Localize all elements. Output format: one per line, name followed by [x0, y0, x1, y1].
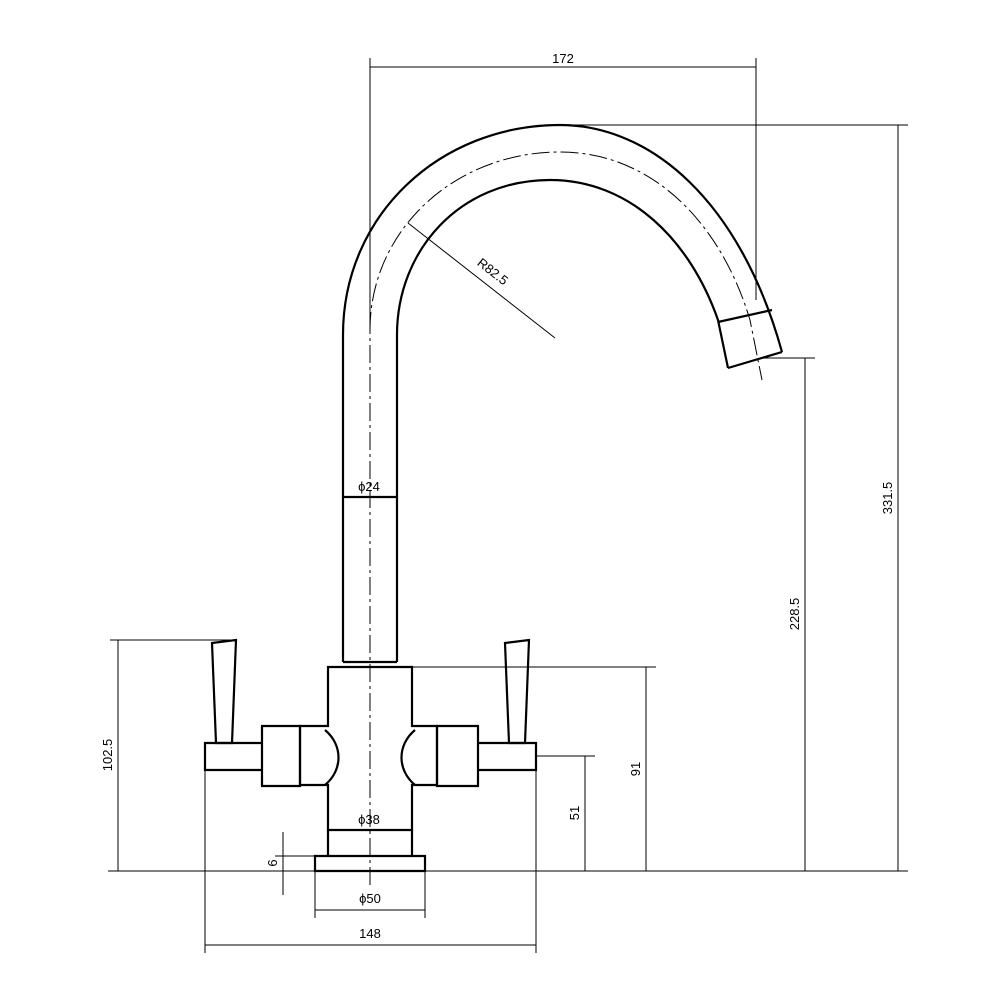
center-lines — [369, 151, 763, 885]
spout-inner-edge — [395, 178, 730, 662]
right-handle-shaft — [478, 741, 538, 772]
left-handle-shaft — [203, 741, 262, 772]
body-diameter-label: ϕ38 — [358, 812, 380, 827]
bend-radius-label: R82.5 — [474, 255, 511, 288]
left-handle-housing — [260, 724, 302, 788]
body-height-label: 91 — [628, 762, 643, 776]
total-height-label: 331.5 — [880, 482, 895, 515]
body-left-recess — [324, 729, 340, 786]
overall-width-label: 148 — [359, 926, 381, 941]
spout-arc-center-line — [369, 151, 763, 381]
right-handle-housing — [435, 724, 480, 788]
handle-axis-label: 51 — [567, 806, 582, 820]
spout-nozzle-tip — [717, 308, 783, 370]
left-lever — [210, 638, 238, 745]
base-diameter-label: ϕ50 — [359, 891, 381, 906]
lever-height-label: 102.5 — [100, 739, 115, 772]
right-lever — [503, 638, 531, 745]
width-extension — [204, 770, 537, 953]
reach-label: 172 — [552, 51, 574, 66]
spout-diameter-label: ϕ24 — [358, 479, 380, 494]
radius-leader-line — [407, 222, 556, 339]
dimension-lines — [108, 58, 908, 953]
spout-outer-edge — [341, 123, 784, 662]
base-thickness-label: 6 — [265, 859, 280, 866]
base-neck — [326, 830, 414, 856]
outlet-height-label: 228.5 — [787, 598, 802, 631]
tap-outline — [203, 123, 784, 873]
dimension-labels: 172 331.5 228.5 91 51 102.5 6 R82.5 ϕ24 … — [100, 51, 895, 941]
tap-body — [298, 665, 439, 832]
body-right-recess — [400, 729, 416, 786]
